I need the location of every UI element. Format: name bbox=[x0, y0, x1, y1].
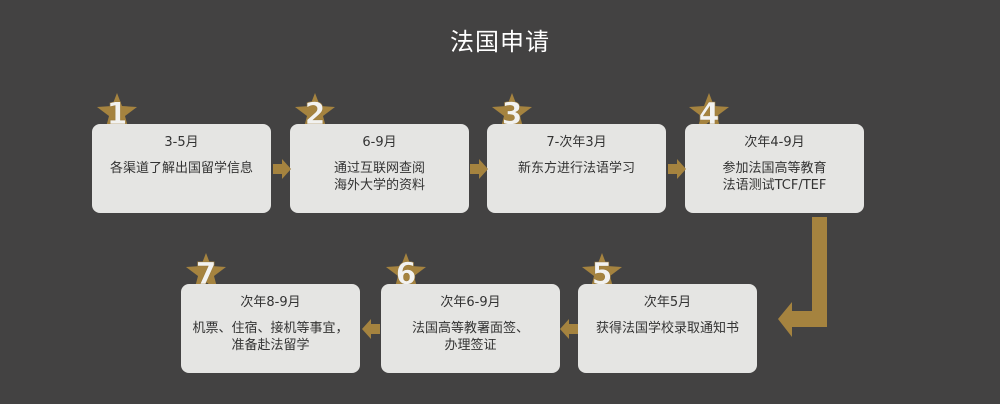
step-5-badge: 5 bbox=[582, 253, 622, 292]
star-shape bbox=[386, 253, 426, 291]
star-shape bbox=[97, 93, 137, 131]
step-6-desc: 法国高等教署面签、 办理签证 bbox=[411, 321, 529, 353]
step-7-desc: 机票、住宿、接机等事宜， 准备赴法留学 bbox=[192, 321, 349, 353]
step-6-box: 次年6-9月 法国高等教署面签、 办理签证 bbox=[381, 284, 560, 373]
step-3-number: 3 bbox=[502, 97, 523, 132]
step-7-period: 次年8-9月 bbox=[240, 295, 301, 310]
step-3-badge: 3 bbox=[492, 93, 532, 132]
step-6-number: 6 bbox=[396, 257, 417, 292]
step-4-box: 次年4-9月 参加法国高等教育 法语测试TCF/TEF bbox=[685, 124, 864, 213]
step-3-box: 7-次年3月 新东方进行法语学习 bbox=[487, 124, 666, 213]
step-2-period: 6-9月 bbox=[362, 135, 397, 150]
arrow-right-icon bbox=[273, 159, 291, 179]
star-shape bbox=[295, 93, 335, 131]
step-4-number: 4 bbox=[699, 97, 720, 132]
step-2-badge: 2 bbox=[295, 93, 335, 132]
step-2-box: 6-9月 通过互联网查阅 海外大学的资料 bbox=[290, 124, 469, 213]
step-2-number: 2 bbox=[305, 97, 326, 132]
step-5-box: 次年5月 获得法国学校录取通知书 bbox=[578, 284, 757, 373]
step-3-desc: 新东方进行法语学习 bbox=[517, 161, 635, 176]
step-3-period: 7-次年3月 bbox=[546, 135, 607, 150]
step-5-desc: 获得法国学校录取通知书 bbox=[595, 321, 739, 336]
step-6-period: 次年6-9月 bbox=[440, 295, 501, 310]
step-4-badge: 4 bbox=[689, 93, 729, 132]
step-1-badge: 1 bbox=[97, 93, 137, 132]
connector-arrow-icon bbox=[778, 217, 827, 337]
arrow-right-icon bbox=[470, 159, 488, 179]
step-7-badge: 7 bbox=[186, 253, 226, 292]
page-title: 法国申请 bbox=[450, 28, 550, 56]
step-1-number: 1 bbox=[107, 97, 128, 132]
step-7-box: 次年8-9月 机票、住宿、接机等事宜， 准备赴法留学 bbox=[181, 284, 360, 373]
step-6-badge: 6 bbox=[386, 253, 426, 292]
step-1-box: 3-5月 各渠道了解出国留学信息 bbox=[92, 124, 271, 213]
step-4-period: 次年4-9月 bbox=[744, 135, 805, 150]
step-4-desc: 参加法国高等教育 法语测试TCF/TEF bbox=[722, 161, 827, 193]
arrow-left-icon bbox=[560, 319, 578, 339]
step-2-desc: 通过互联网查阅 海外大学的资料 bbox=[333, 161, 425, 193]
star-shape bbox=[186, 253, 226, 291]
step-5-number: 5 bbox=[592, 257, 613, 292]
star-shape bbox=[492, 93, 532, 131]
step-5-period: 次年5月 bbox=[643, 295, 692, 310]
star-shape bbox=[689, 93, 729, 131]
step-1-desc: 各渠道了解出国留学信息 bbox=[109, 161, 253, 176]
arrow-right-icon bbox=[668, 159, 686, 179]
arrow-left-icon bbox=[362, 319, 380, 339]
star-shape bbox=[582, 253, 622, 291]
step-1-period: 3-5月 bbox=[164, 135, 199, 150]
step-7-number: 7 bbox=[196, 257, 217, 292]
